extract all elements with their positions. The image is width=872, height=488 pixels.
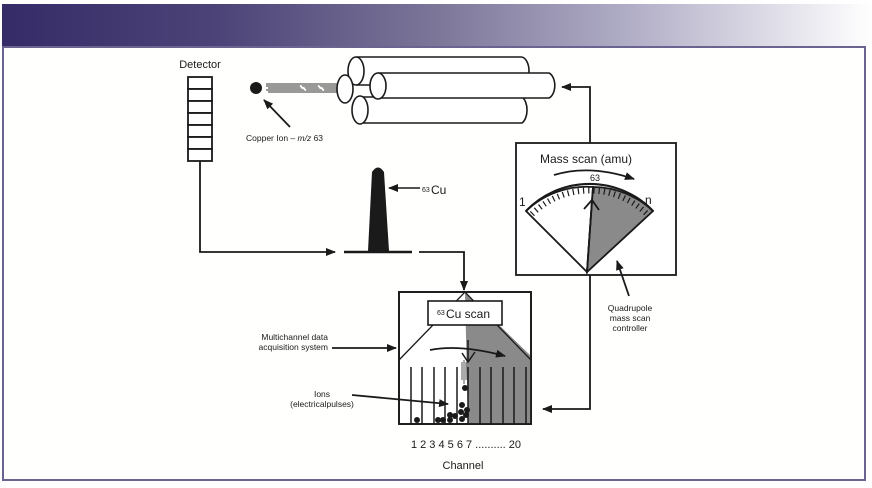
cu-scan-label: Cu scan	[446, 307, 490, 321]
ions-label-line2: (electricalpulses)	[290, 399, 354, 409]
cu-scan-superscript: 63	[437, 310, 445, 317]
multichannel-label-line2: acquisition system	[259, 342, 328, 352]
controller-to-quadrupole-arrow	[561, 83, 591, 143]
quadrupole-label-line2: mass scan	[610, 313, 651, 323]
copper-ion-dot	[250, 82, 262, 94]
mass-scan-dial	[524, 182, 655, 275]
quadrupole-controller-pointer-arrow	[616, 260, 630, 297]
peak-isotope-element: Cu	[431, 183, 446, 197]
detector-stack	[187, 76, 213, 162]
mass-scan-value: 63	[590, 173, 600, 183]
ions-label-line1: Ions	[314, 389, 330, 399]
copper-ion-label: Copper Ion – m/z 63	[246, 133, 323, 143]
channel-axis-label: Channel	[443, 460, 484, 472]
cu63-peak	[344, 167, 412, 254]
peak-to-daq-arrow	[419, 251, 468, 291]
ions-pointer-arrow	[351, 394, 449, 408]
copper-ion-pointer-arrow	[263, 99, 291, 128]
quadrupole-label-line1: Quadrupole	[608, 303, 653, 313]
controller-to-daq-arrow	[542, 275, 591, 413]
mass-scan-direction-arrow	[553, 169, 635, 180]
quadrupole-rods	[336, 56, 556, 125]
peak-isotope-superscript: 63	[422, 187, 430, 194]
ion-pulse-dots	[414, 385, 470, 423]
cu-scan-direction-arrow	[429, 347, 506, 358]
ion-beam-lines	[266, 83, 338, 93]
mass-scan-title: Mass scan (amu)	[540, 152, 632, 166]
cu-scan-label-box	[427, 300, 503, 326]
multichannel-label-line1: Multichannel data	[261, 332, 328, 342]
mass-scan-max-label: n	[645, 193, 652, 207]
detector-label: Detector	[179, 59, 221, 71]
mass-scan-min-label: 1	[519, 195, 526, 209]
header-banner	[2, 4, 872, 46]
quadrupole-label-line3: controller	[613, 323, 648, 333]
channel-numbers: 1 2 3 4 5 6 7 .......... 20	[411, 439, 521, 451]
detector-signal-arrow	[199, 161, 336, 256]
